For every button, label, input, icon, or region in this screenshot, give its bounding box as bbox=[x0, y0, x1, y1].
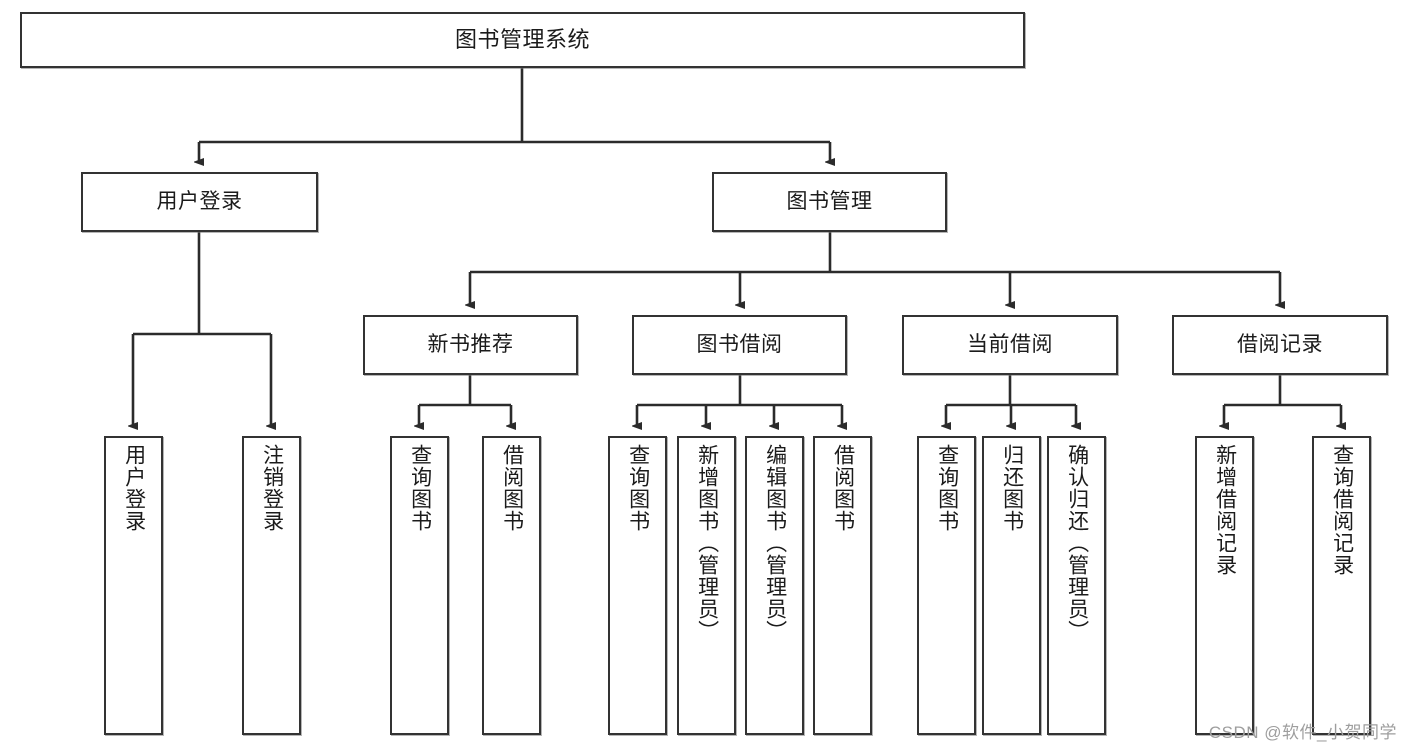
node-leaf-user-login-label: 用户登录 bbox=[122, 444, 146, 532]
node-leaf-query-book-3[interactable]: 查询图书 bbox=[917, 436, 976, 735]
node-leaf-add-record-label: 新增借阅记录 bbox=[1213, 444, 1237, 576]
node-book-manage[interactable]: 图书管理 bbox=[712, 172, 947, 232]
node-leaf-query-record[interactable]: 查询借阅记录 bbox=[1312, 436, 1371, 735]
node-leaf-query-book-2[interactable]: 查询图书 bbox=[608, 436, 667, 735]
node-leaf-user-logout[interactable]: 注销登录 bbox=[242, 436, 301, 735]
node-leaf-query-record-label: 查询借阅记录 bbox=[1330, 444, 1354, 576]
node-leaf-add-book[interactable]: 新增图书（管理员） bbox=[677, 436, 736, 735]
node-book-borrow[interactable]: 图书借阅 bbox=[632, 315, 847, 375]
node-root-label: 图书管理系统 bbox=[454, 27, 590, 53]
node-leaf-add-record[interactable]: 新增借阅记录 bbox=[1195, 436, 1254, 735]
node-leaf-query-book-1-label: 查询图书 bbox=[408, 444, 432, 532]
node-leaf-borrow-book-1-label: 借阅图书 bbox=[500, 444, 524, 532]
node-root[interactable]: 图书管理系统 bbox=[20, 12, 1025, 68]
node-current-borrow[interactable]: 当前借阅 bbox=[902, 315, 1118, 375]
node-leaf-edit-book-label: 编辑图书（管理员） bbox=[763, 444, 787, 642]
node-leaf-return-book[interactable]: 归还图书 bbox=[982, 436, 1041, 735]
node-leaf-user-login[interactable]: 用户登录 bbox=[104, 436, 163, 735]
node-leaf-user-logout-label: 注销登录 bbox=[260, 444, 284, 532]
node-current-borrow-label: 当前借阅 bbox=[967, 332, 1053, 356]
node-user-login[interactable]: 用户登录 bbox=[81, 172, 318, 232]
node-leaf-return-book-label: 归还图书 bbox=[1000, 444, 1024, 532]
node-leaf-confirm-return-label: 确认归还（管理员） bbox=[1065, 444, 1089, 642]
node-book-manage-label: 图书管理 bbox=[786, 189, 873, 213]
node-leaf-borrow-book-1[interactable]: 借阅图书 bbox=[482, 436, 541, 735]
node-leaf-borrow-book-2[interactable]: 借阅图书 bbox=[813, 436, 872, 735]
node-leaf-borrow-book-2-label: 借阅图书 bbox=[831, 444, 855, 532]
node-leaf-confirm-return[interactable]: 确认归还（管理员） bbox=[1047, 436, 1106, 735]
node-leaf-edit-book[interactable]: 编辑图书（管理员） bbox=[745, 436, 804, 735]
node-leaf-query-book-3-label: 查询图书 bbox=[935, 444, 959, 532]
watermark-text: CSDN @软件_小贺同学 bbox=[1208, 723, 1397, 742]
node-user-login-label: 用户登录 bbox=[156, 189, 243, 213]
node-new-book-rec-label: 新书推荐 bbox=[427, 332, 514, 356]
node-book-borrow-label: 图书借阅 bbox=[696, 332, 783, 356]
node-new-book-rec[interactable]: 新书推荐 bbox=[363, 315, 578, 375]
node-leaf-query-book-1[interactable]: 查询图书 bbox=[390, 436, 449, 735]
node-leaf-query-book-2-label: 查询图书 bbox=[626, 444, 650, 532]
node-leaf-add-book-label: 新增图书（管理员） bbox=[695, 444, 719, 642]
node-borrow-record[interactable]: 借阅记录 bbox=[1172, 315, 1388, 375]
node-borrow-record-label: 借阅记录 bbox=[1237, 332, 1323, 356]
